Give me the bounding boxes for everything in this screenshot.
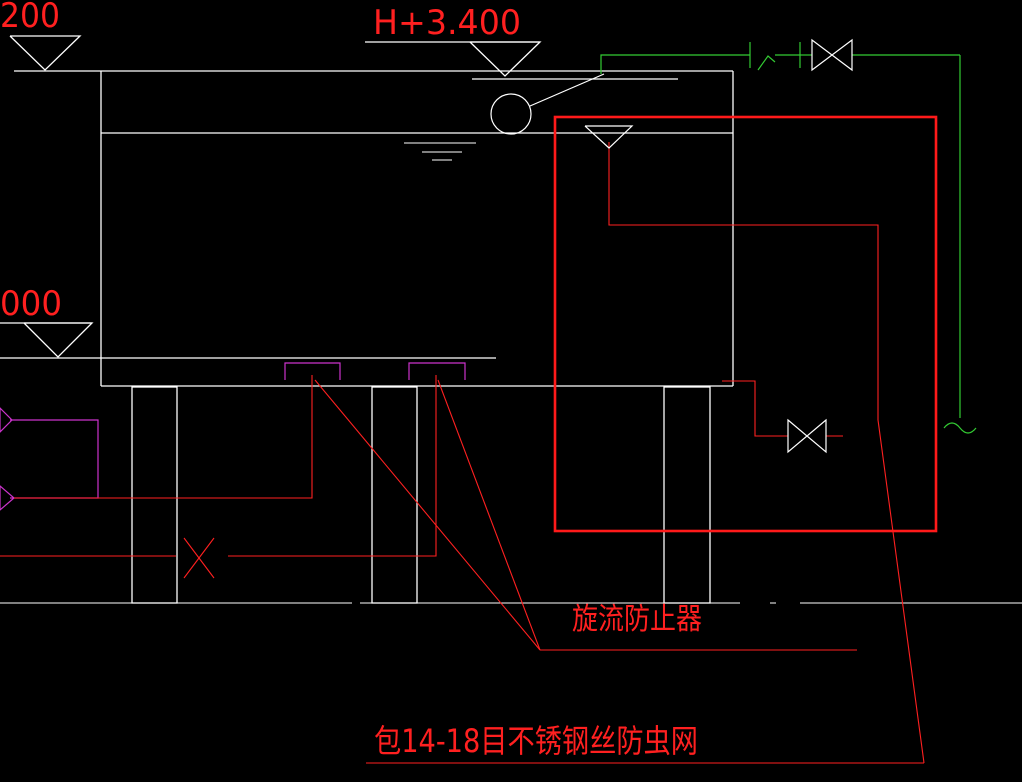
swirl-preventer-label: 旋流防止器 (572, 602, 702, 637)
elevation-symbol-mid-left (23, 322, 94, 358)
float-valve (472, 73, 678, 135)
elevation-label-top-left: 200 (0, 0, 60, 36)
drain-arrow-upper-icon (0, 407, 13, 433)
water-tank (0, 70, 734, 387)
leader-swirl-1 (314, 379, 541, 651)
supply-pipe-end-icon (943, 422, 977, 434)
overflow-pipe (722, 380, 788, 437)
outlet-pipes (0, 142, 925, 764)
drain-arrow-lower-icon (0, 485, 15, 511)
vent-pipe (608, 142, 925, 764)
outlet-pipe-1 (14, 375, 313, 499)
elevation-symbol-tank-top (469, 41, 542, 77)
gate-valve-overflow-icon (787, 418, 827, 454)
pipe-cross-mark-b (183, 537, 215, 579)
water-level-symbol (404, 142, 476, 161)
highlight-box (553, 115, 938, 533)
outlet-fitting-1 (284, 362, 341, 380)
outlet-fitting-2 (408, 362, 466, 380)
vent-terminal-icon (584, 125, 634, 149)
elevation-markers (0, 35, 542, 358)
insect-screen-label: 包14-18目不锈钢丝防虫网 (374, 722, 698, 760)
float-ball-icon (490, 93, 532, 135)
water-supply-pipe (600, 42, 977, 434)
elevation-label-tank-top: H+3.400 (373, 3, 521, 43)
elevation-label-mid-left: 000 (0, 284, 62, 324)
outlet-pipe-2 (228, 375, 437, 557)
leader-swirl-2 (437, 379, 541, 651)
gate-valve-supply-icon (811, 38, 853, 72)
check-valve-icon (757, 55, 776, 71)
elevation-symbol-top-left (9, 35, 82, 71)
